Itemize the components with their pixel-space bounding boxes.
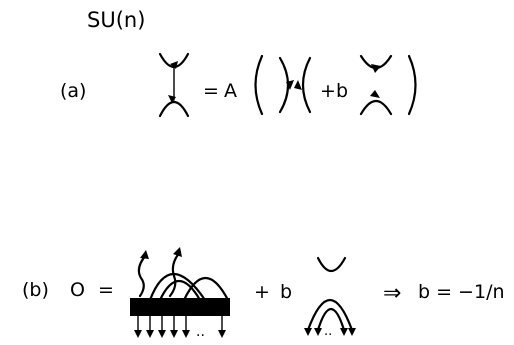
down-arrow-icon <box>158 330 166 338</box>
panel-b: (b) O = .. <box>22 247 505 340</box>
panel-a-label: (a) <box>60 80 86 102</box>
left-strand <box>278 56 290 114</box>
cup-fan-diagram: .. <box>304 256 356 339</box>
exchange-channel-diagram <box>359 54 393 116</box>
fan-arc-outer <box>306 298 354 332</box>
box-dots: .. <box>187 280 196 296</box>
fan-arc-inner <box>316 308 346 332</box>
incoming-line-left <box>137 253 148 298</box>
lower-arrow-icon <box>168 95 176 103</box>
fan-arrow-icon <box>314 328 322 336</box>
outgoing-arrows: .. <box>134 315 226 340</box>
down-arrow-icon <box>218 330 226 338</box>
incoming-arrow-right-icon <box>173 247 182 257</box>
coefficient-b-a: b <box>336 80 348 102</box>
arc-middle <box>158 280 202 302</box>
incoming-line-right <box>168 250 182 298</box>
right-strand-arrow-icon <box>294 80 302 90</box>
panel-b-label: (b) <box>22 279 49 301</box>
down-arrow-icon <box>182 330 190 338</box>
panel-a: (a) = A + b <box>60 52 417 118</box>
left-strand-arrow-icon <box>286 80 294 90</box>
operator-box-diagram: .. .. <box>130 247 230 340</box>
down-arrow-icon <box>146 330 154 338</box>
fan-arrow-icon <box>304 328 312 336</box>
down-arrow-icon <box>170 330 178 338</box>
panel-a-plus: + <box>320 80 336 102</box>
group-label: SU(n) <box>87 8 145 32</box>
outgoing-dots: .. <box>196 324 205 340</box>
cup-line <box>316 256 347 273</box>
upper-cup-arrow-icon <box>371 64 381 73</box>
fan-dots: .. <box>324 324 332 339</box>
incoming-arrow-left-icon <box>140 250 149 259</box>
result-equation: b = −1/n <box>418 281 505 303</box>
fan-arrow-icon <box>348 328 356 336</box>
right-parenthesis <box>407 54 417 116</box>
arc-outer <box>148 272 207 302</box>
lower-cap-line <box>359 99 393 116</box>
fan-arrow-icon <box>340 328 348 336</box>
gluon-exchange-diagram <box>158 52 190 118</box>
parallel-strands-diagram <box>278 56 312 114</box>
upper-arrow-icon <box>170 61 178 69</box>
lower-cap-arrow-icon <box>370 90 380 98</box>
panel-b-equals: = <box>98 279 114 301</box>
panel-a-equals: = <box>203 80 219 102</box>
implies-arrow-icon: ⇒ <box>383 281 401 306</box>
arc-right <box>182 277 230 302</box>
coefficient-a: A <box>224 80 237 102</box>
left-parenthesis <box>254 54 264 116</box>
lower-quark-line <box>158 100 190 118</box>
panel-b-plus: + <box>254 281 270 303</box>
operator-o: O <box>70 279 85 301</box>
right-strand <box>301 56 312 114</box>
coefficient-b-b: b <box>280 281 292 303</box>
operator-box <box>130 298 230 316</box>
down-arrow-icon <box>134 330 142 338</box>
